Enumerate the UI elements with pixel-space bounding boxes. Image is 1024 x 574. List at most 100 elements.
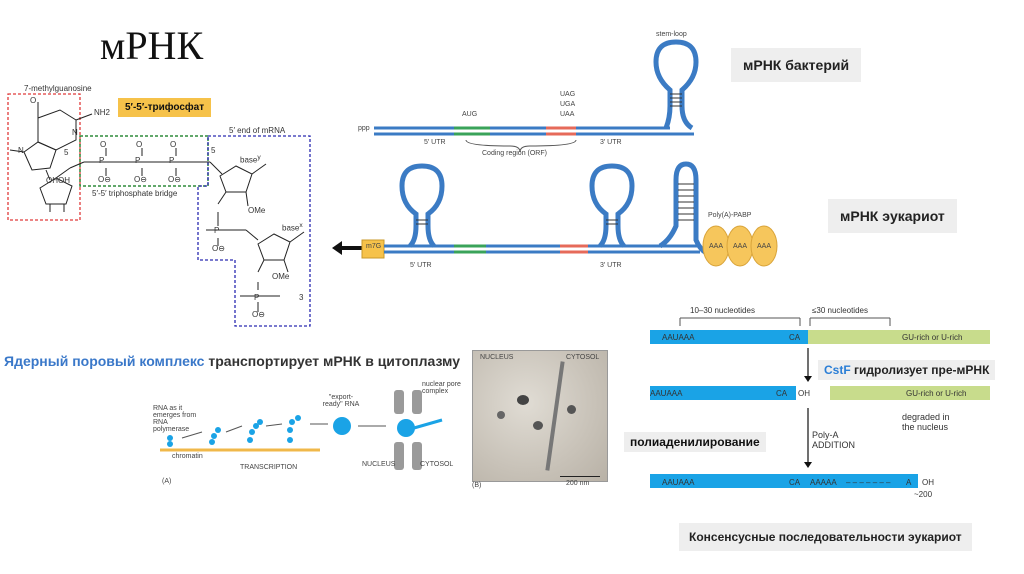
- euk-3utr: 3′ UTR: [600, 262, 622, 269]
- base-y-label: basey: [240, 154, 261, 165]
- methylguanosine-label: 7-methylguanosine: [24, 84, 92, 93]
- aaa-label-2: AAA: [733, 243, 748, 250]
- ca-1: CA: [789, 333, 801, 342]
- triphosphate-badge: 5′-5′-трифосфат: [118, 98, 212, 117]
- ome-label-1: OMe: [248, 206, 266, 215]
- em-particle-4: [567, 405, 576, 414]
- ppp-label: ppp: [358, 125, 370, 132]
- green-dashed-box: [79, 135, 209, 187]
- em-particle-3: [497, 411, 505, 419]
- em-micrograph: [472, 350, 608, 482]
- rna-emerges-label: RNA as it emerges from RNA polymerase: [153, 405, 197, 433]
- em-particle-1: [517, 395, 529, 405]
- transcription-diagram: [160, 390, 443, 470]
- eukaryotic-label: мРНК эукариот: [828, 199, 957, 233]
- em-nucleus-label: NUCLEUS: [480, 354, 514, 361]
- imidazole-ring: [23, 141, 57, 171]
- stop-codon-1: UAG: [560, 91, 576, 98]
- euk-loop-2: [589, 163, 635, 248]
- bacterial-3utr: 3′ UTR: [600, 139, 622, 146]
- gu-rich-bar-2: [830, 386, 990, 400]
- ca-2: CA: [776, 389, 788, 398]
- ome-label-2: OMe: [272, 272, 290, 281]
- stop-codon-3: UAA: [560, 111, 575, 118]
- em-cytosol-label: CYTOSOL: [566, 354, 600, 361]
- euk-5utr: 5′ UTR: [410, 262, 432, 269]
- pore-left-bottom: [394, 442, 404, 470]
- coding-brace: [465, 139, 577, 153]
- three-label: 3: [299, 293, 304, 302]
- p-label-1: P: [99, 156, 105, 165]
- p-label-2: P: [135, 156, 141, 165]
- cytosol-label: CYTOSOL: [420, 461, 454, 468]
- cstf-blue: CstF: [824, 363, 851, 377]
- base-x-sup: x: [299, 222, 303, 229]
- nuclear-pore-label: nuclear pore complex: [422, 381, 461, 395]
- bacterial-mrna-diagram: [374, 39, 699, 153]
- gu-rich-bar-1: [808, 330, 990, 344]
- n-label-1: N: [72, 128, 78, 137]
- down-arrow-1-icon: [804, 376, 812, 382]
- ribose-ring-1: [39, 177, 73, 205]
- o-label-2: O: [136, 140, 143, 149]
- o-minus-2: O⊖: [134, 175, 147, 184]
- chromatin-label: chromatin: [172, 453, 203, 460]
- a-tail-label: A: [906, 478, 912, 487]
- five-label-2: 5: [211, 146, 216, 155]
- em-particle-2: [533, 421, 543, 430]
- ohoh-label: OHOH: [46, 176, 70, 185]
- nucleus-label: NUCLEUS: [362, 461, 396, 468]
- o-minus-1: O⊖: [98, 175, 111, 184]
- p-label-3: P: [169, 156, 175, 165]
- base-y-text: base: [240, 155, 258, 165]
- bridge-label: 5′-5′ triphosphate bridge: [92, 189, 178, 198]
- stem-loop: [653, 39, 699, 131]
- nuclear-heading-dark: транспортирует мРНК в цитоплазму: [208, 353, 461, 369]
- aug-label: AUG: [462, 111, 478, 118]
- panel-a-label: (A): [162, 478, 172, 485]
- ca-3: CA: [789, 478, 801, 487]
- red-dashed-box: [7, 93, 81, 221]
- aaa-label-3: AAA: [757, 243, 772, 250]
- polyadenylated-bar: [650, 474, 918, 488]
- aauaaa-2: AAUAAA: [650, 389, 683, 398]
- ribose-ring-3: [257, 233, 291, 261]
- slide-title: мРНК: [100, 23, 204, 68]
- o-label-3: O: [170, 140, 177, 149]
- coding-region-label: Coding region (ORF): [482, 150, 547, 157]
- pore-left-top: [394, 390, 404, 414]
- consensus-label: Консенсусные последовательности эукариот: [679, 523, 972, 551]
- nh2-label: NH2: [94, 108, 111, 117]
- base-y-sup: y: [257, 154, 261, 161]
- p-label-4: P: [214, 226, 220, 235]
- nuclear-heading-blue: Ядерный поровый комплекс: [4, 353, 205, 369]
- o-minus-3: O⊖: [168, 175, 181, 184]
- aauaaa-3: AAUAAA: [662, 478, 695, 487]
- stop-codon-2: UGA: [560, 101, 576, 108]
- pore-right-bottom: [412, 442, 422, 470]
- polyadenylation-label: полиаденилирование: [624, 432, 766, 452]
- arrow-left-icon: [332, 241, 366, 255]
- gu-rich-1: GU-rich or U-rich: [902, 333, 963, 342]
- five-label-1: 5: [64, 148, 69, 157]
- pore-right-top: [412, 390, 422, 414]
- span2-label: ≤30 nucleotides: [812, 306, 868, 315]
- polyadenylation-diagram: [650, 317, 990, 488]
- gu-rich-2: GU-rich or U-rich: [906, 389, 967, 398]
- approx200-label: ~200: [914, 490, 933, 499]
- o-minus-4: O⊖: [212, 244, 225, 253]
- panel-b-label: (B): [472, 482, 482, 489]
- bacterial-5utr: 5′ UTR: [424, 139, 446, 146]
- eukaryotic-mrna-diagram: [361, 161, 778, 267]
- nuclear-heading: Ядерный поровый комплекс транспортирует …: [4, 353, 460, 369]
- polya-pabp-label: Poly(A)-PABP: [708, 212, 752, 219]
- o-label-1: O: [100, 140, 107, 149]
- cap-box: [361, 239, 385, 259]
- cap-label: m7G: [366, 243, 382, 250]
- cap-structure-diagram: [7, 93, 311, 327]
- dashes-label: – – – – – – –: [846, 478, 891, 487]
- polya-addition-label: Poly-A ADDITION: [812, 430, 856, 450]
- aaa-label-1: AAA: [709, 243, 724, 250]
- o-label-ring: O: [30, 96, 37, 105]
- ribose-ring-2: [219, 165, 253, 193]
